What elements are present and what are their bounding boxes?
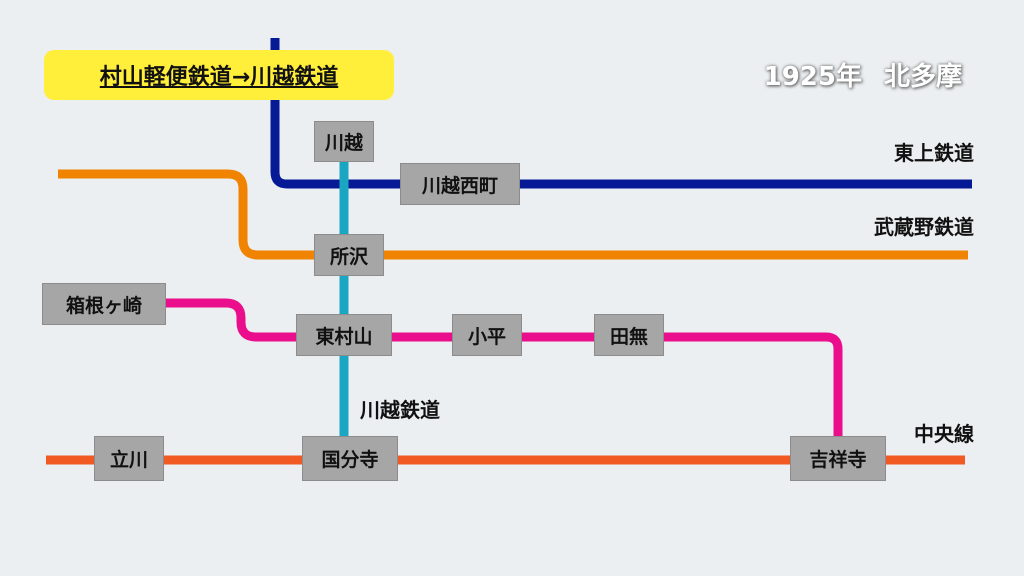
station-kichijoji[interactable]: 吉祥寺 (790, 436, 886, 481)
station-hakonegasaki[interactable]: 箱根ヶ崎 (42, 283, 166, 325)
year-text: 1925年 (763, 62, 862, 92)
station-kawagoe[interactable]: 川越 (314, 121, 374, 162)
station-higashimurayama[interactable]: 東村山 (296, 314, 392, 356)
station-kawagoe-nishimachi[interactable]: 川越西町 (400, 163, 520, 205)
region-text: 北多摩 (883, 62, 962, 92)
station-kokubunji[interactable]: 国分寺 (302, 436, 398, 481)
line-label-musashino: 武蔵野鉄道 (874, 215, 974, 239)
station-kodaira[interactable]: 小平 (452, 314, 522, 356)
title-badge: 村山軽便鉄道→川越鉄道 (44, 50, 394, 100)
line-label-chuo: 中央線 (914, 422, 974, 446)
year-region-label: 1925年北多摩 (764, 56, 962, 93)
line-label-tojo: 東上鉄道 (894, 141, 974, 165)
musashino-line (58, 169, 968, 260)
station-tokorozawa[interactable]: 所沢 (314, 234, 384, 276)
station-tachikawa[interactable]: 立川 (94, 436, 164, 481)
murayama-line (150, 298, 843, 445)
tojo-line (270, 38, 972, 189)
station-tanashi[interactable]: 田無 (594, 314, 664, 356)
line-label-kawagoe: 川越鉄道 (360, 398, 440, 422)
